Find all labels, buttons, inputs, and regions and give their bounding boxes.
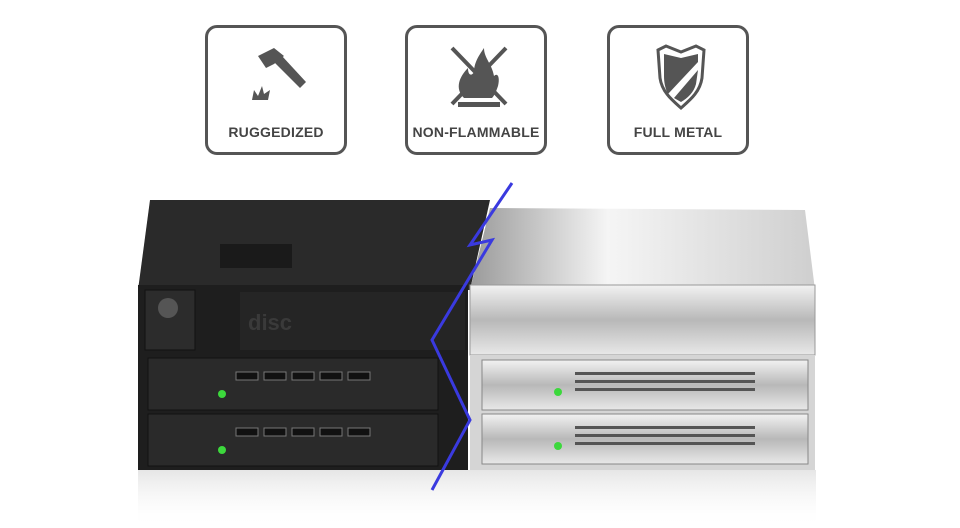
feature-badge-ruggedized: RUGGEDIZED (205, 25, 347, 155)
product-image-drive-enclosure: disc (138, 182, 816, 528)
split-divider-line (430, 182, 514, 491)
floor-reflection (138, 470, 816, 528)
hammer-icon (252, 48, 306, 100)
feature-badge-non-flammable: NON-FLAMMABLE (405, 25, 547, 155)
led-indicator (554, 388, 562, 396)
shield-icon (656, 44, 706, 111)
feature-label: FULL METAL (633, 124, 723, 140)
feature-badge-full-metal: FULL METAL (607, 25, 749, 155)
feature-label: RUGGEDIZED (228, 124, 324, 140)
brand-mark: disc (248, 310, 292, 335)
led-indicator (554, 442, 562, 450)
lock-icon (158, 298, 178, 318)
no-fire-icon (450, 46, 508, 107)
black-half: disc (138, 200, 490, 470)
feature-label: NON-FLAMMABLE (412, 124, 540, 140)
led-indicator (218, 390, 226, 398)
silver-half (469, 208, 816, 470)
led-indicator (218, 446, 226, 454)
